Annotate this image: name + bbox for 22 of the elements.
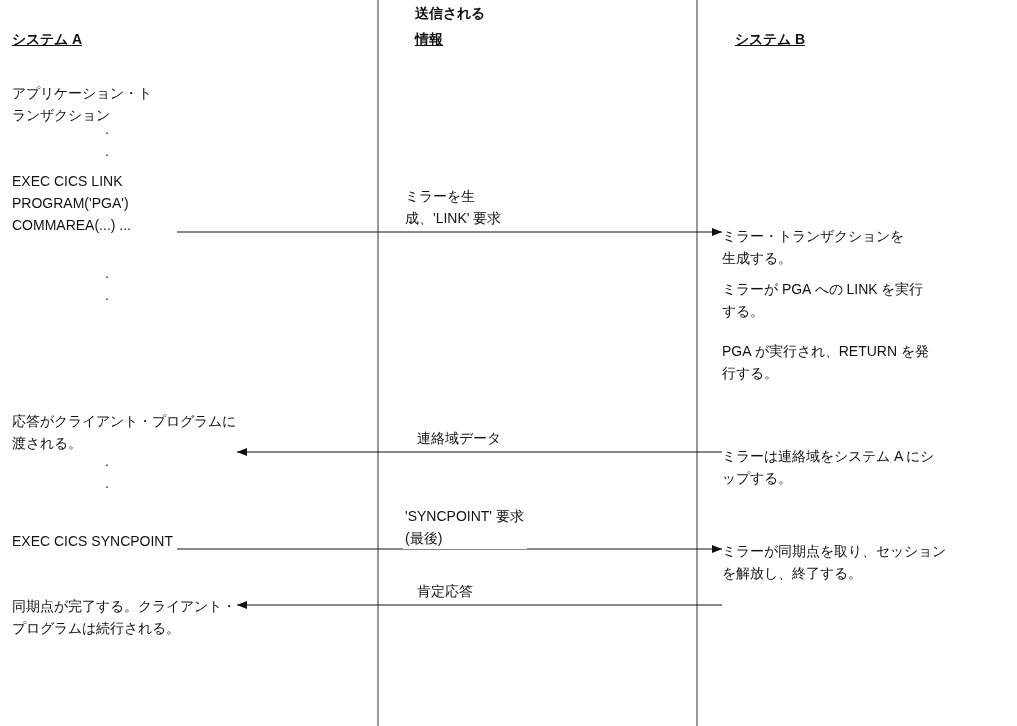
column-heading: 送信される: [415, 4, 485, 23]
step-text: ミラーが PGA への LINK を実行する。: [722, 278, 937, 322]
column-heading: システム B: [735, 30, 805, 49]
arrow: [236, 601, 723, 609]
arrow: [236, 448, 723, 456]
arrow: [176, 545, 723, 553]
step-text: 同期点が完了する。クライアント・プログラムは続行される。: [12, 595, 237, 639]
ellipsis-dot: .: [105, 264, 109, 283]
step-text: 応答がクライアント・プログラムに渡される。: [12, 410, 237, 454]
column-heading: 情報: [415, 30, 443, 49]
column-heading: システム A: [12, 30, 82, 49]
step-text: ミラーが同期点を取り、セッションを解放し、終了する。: [722, 540, 947, 584]
ellipsis-dot: .: [105, 142, 109, 161]
step-text: ミラー・トランザクションを生成する。: [722, 225, 917, 269]
step-text: PGA が実行され、RETURN を発行する。: [722, 340, 937, 384]
step-text: EXEC CICS SYNCPOINT: [12, 530, 177, 552]
ellipsis-dot: .: [105, 474, 109, 493]
ellipsis-dot: .: [105, 452, 109, 471]
ellipsis-dot: .: [105, 286, 109, 305]
step-text: ミラーは連絡域をシステム A にシップする。: [722, 445, 937, 489]
arrow: [176, 228, 723, 236]
step-text: EXEC CICS LINK PROGRAM('PGA') COMMAREA(...) ...: [12, 170, 177, 236]
